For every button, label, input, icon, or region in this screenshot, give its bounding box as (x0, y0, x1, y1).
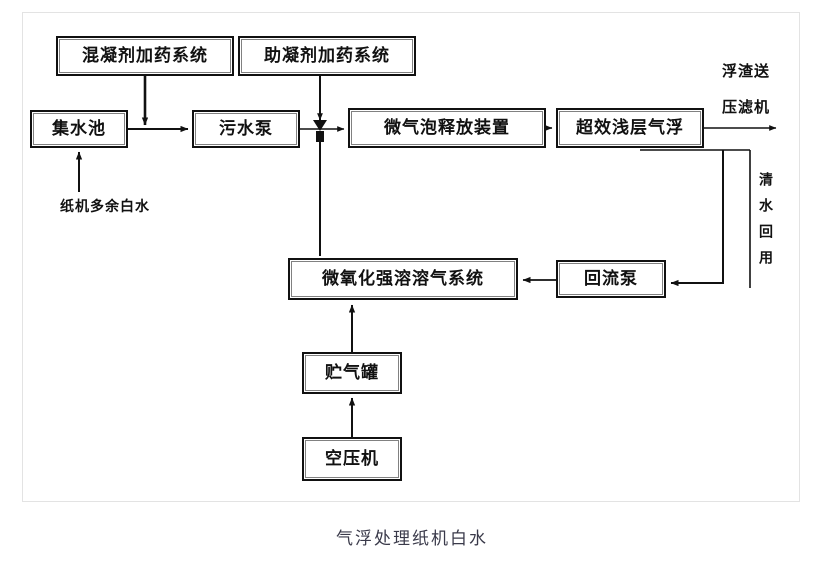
label-scum-outlet-line2: 压滤机 (722, 98, 771, 116)
node-coagulant-dosing-system[interactable]: 混凝剂加药系统 (56, 36, 234, 76)
label-scum-outlet-line1: 浮渣送 (722, 62, 771, 80)
node-label: 超效浅层气浮 (576, 117, 684, 138)
node-shallow-air-flotation[interactable]: 超效浅层气浮 (556, 108, 704, 148)
node-label: 助凝剂加药系统 (264, 45, 390, 66)
node-label: 微氧化强溶溶气系统 (322, 268, 484, 289)
figure-frame (22, 12, 800, 502)
node-label: 集水池 (52, 118, 106, 139)
injection-valve-icon (313, 120, 327, 142)
label-white-water-inlet: 纸机多余白水 (60, 199, 150, 215)
node-label: 贮气罐 (325, 362, 379, 383)
node-label: 回流泵 (584, 268, 638, 289)
node-sewage-pump[interactable]: 污水泵 (192, 110, 300, 148)
node-flocculant-dosing-system[interactable]: 助凝剂加药系统 (238, 36, 416, 76)
label-clear-water-reuse: 清水回用 (757, 172, 773, 276)
node-micro-oxidation-dissolved-gas-system[interactable]: 微氧化强溶溶气系统 (288, 258, 518, 300)
node-return-pump[interactable]: 回流泵 (556, 260, 666, 298)
node-gas-storage-tank[interactable]: 贮气罐 (302, 352, 402, 394)
node-air-compressor[interactable]: 空压机 (302, 437, 402, 481)
node-label: 污水泵 (219, 118, 273, 139)
figure-caption: 气浮处理纸机白水 (336, 529, 488, 549)
node-microbubble-release-device[interactable]: 微气泡释放装置 (348, 108, 546, 148)
node-label: 空压机 (325, 448, 379, 469)
node-label: 混凝剂加药系统 (82, 45, 208, 66)
edge-daf-to-returnpump (670, 150, 724, 287)
node-collection-tank[interactable]: 集水池 (30, 110, 128, 148)
node-label: 微气泡释放装置 (384, 117, 510, 138)
